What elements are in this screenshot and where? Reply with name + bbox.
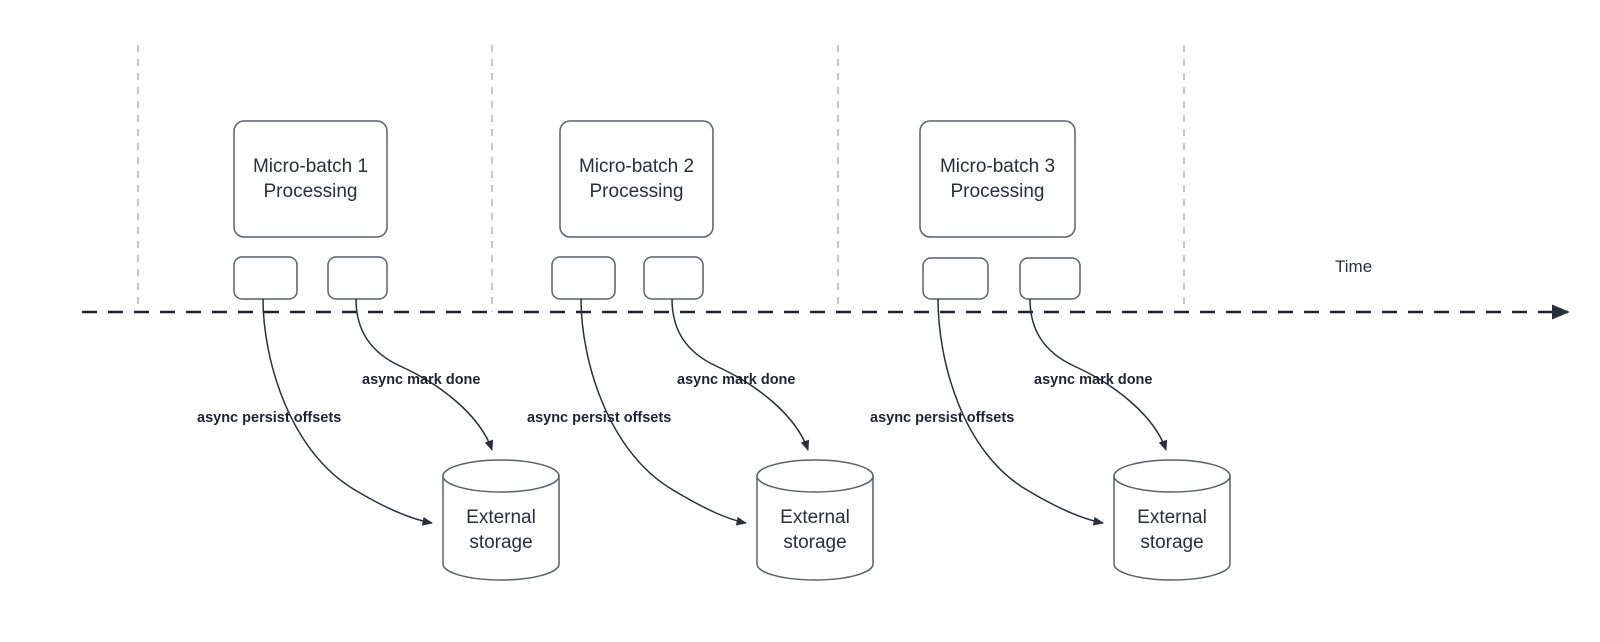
process-box-2[interactable] [559,120,714,238]
edge-mark-done-2 [671,298,810,451]
task-box-1a[interactable] [233,256,298,300]
edge-label-persist-offsets-3: async persist offsets [870,410,1015,426]
task-box-3a[interactable] [922,257,989,300]
process-box-3[interactable] [919,120,1076,238]
edge-label-persist-offsets-2: async persist offsets [527,410,672,426]
edge-label-mark-done-3: async mark done [1034,372,1153,388]
task-box-1b[interactable] [327,256,388,300]
edge-persist-offsets-1 [262,298,434,526]
group-micro-batch-1 [233,120,560,581]
external-storage-cylinder-2[interactable] [756,459,874,581]
external-storage-cylinder-1[interactable] [442,459,560,581]
task-box-2b[interactable] [643,256,704,300]
group-micro-batch-3 [919,120,1231,581]
edge-persist-offsets-3 [937,298,1105,526]
period-dividers [137,45,1185,312]
edge-label-mark-done-1: async mark done [362,372,481,388]
time-axis-label: Time [1335,257,1373,276]
edge-persist-offsets-2 [580,298,748,526]
edge-label-mark-done-2: async mark done [677,372,796,388]
task-box-2a[interactable] [551,256,616,300]
edge-mark-done-3 [1029,298,1168,451]
process-box-1[interactable] [233,120,388,238]
external-storage-cylinder-3[interactable] [1113,459,1231,581]
edge-mark-done-1 [355,298,494,451]
task-box-3b[interactable] [1019,257,1081,300]
group-micro-batch-2 [551,120,874,581]
edge-label-persist-offsets-1: async persist offsets [197,410,342,426]
